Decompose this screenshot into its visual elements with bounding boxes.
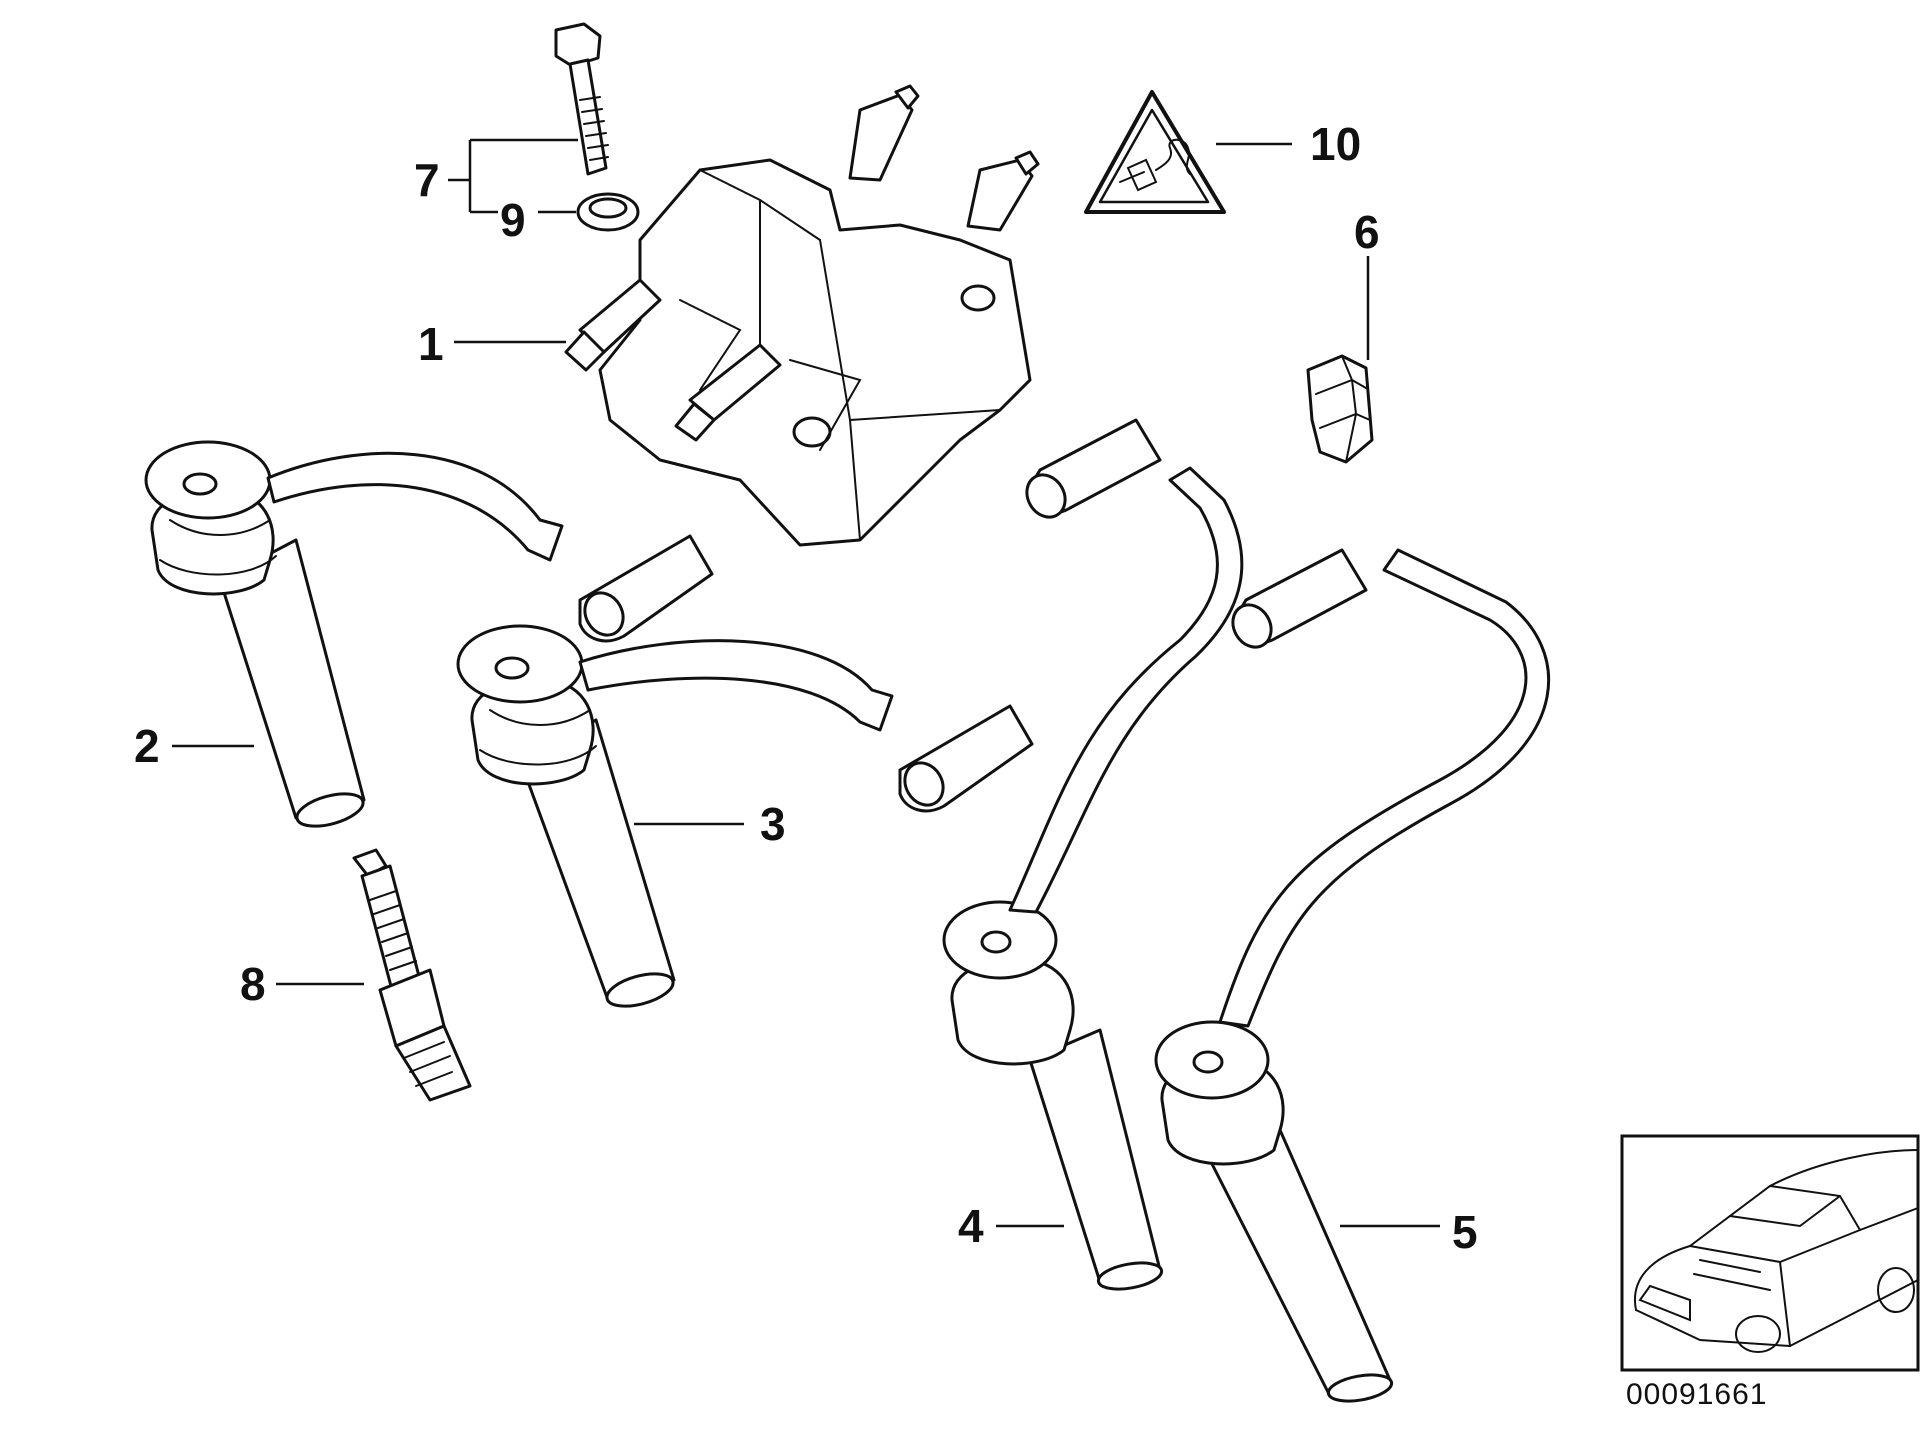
bolt-part <box>554 22 609 176</box>
callout-labels: 7 9 1 2 3 8 4 5 6 10 <box>134 118 1478 1258</box>
diagram-number: 00091661 <box>1626 1378 1767 1411</box>
callout-3: 3 <box>760 798 786 850</box>
cable-clip-part <box>1306 354 1374 464</box>
callout-10: 10 <box>1310 118 1361 170</box>
spark-plug-part <box>352 848 472 1102</box>
washer-part <box>576 192 640 232</box>
ignition-lead-5 <box>1154 548 1550 1403</box>
callout-2: 2 <box>134 720 160 772</box>
callout-6: 6 <box>1354 206 1380 258</box>
callout-8: 8 <box>240 958 266 1010</box>
electrical-plug-warning-icon <box>1084 90 1226 214</box>
leader-lines <box>172 138 1440 1228</box>
ignition-lead-2 <box>144 440 714 828</box>
callout-5: 5 <box>1452 1206 1478 1258</box>
ignition-coil-part <box>564 84 1040 547</box>
vehicle-location-inset <box>1620 1134 1920 1372</box>
callout-7: 7 <box>414 154 440 206</box>
callout-4: 4 <box>958 1200 984 1252</box>
car-outline-icon <box>1634 1149 1919 1353</box>
ignition-lead-3 <box>456 624 1034 1008</box>
callout-9: 9 <box>500 194 526 246</box>
ignition-lead-4 <box>942 418 1244 1291</box>
callout-1: 1 <box>418 318 444 370</box>
